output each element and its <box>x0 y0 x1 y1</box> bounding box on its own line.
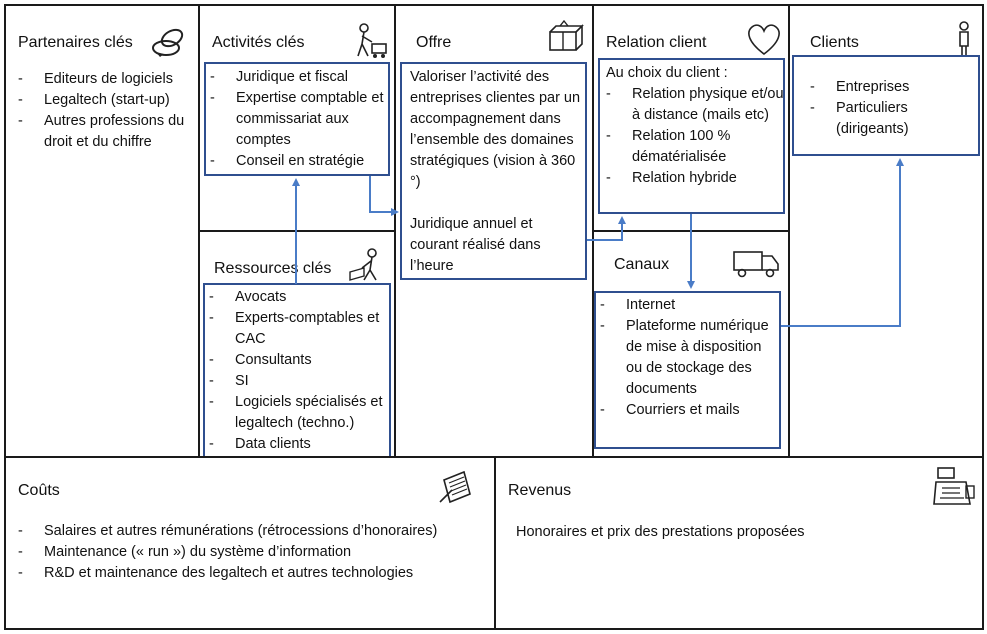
ressources-box: Avocats Experts-comptables et CAC Consul… <box>203 283 391 461</box>
couts-list: Salaires et autres rémunérations (rétroc… <box>16 521 486 584</box>
relation-title: Relation client <box>606 34 707 51</box>
list-item: Plateforme numérique de mise à dispositi… <box>598 316 780 400</box>
relation-box: Au choix du client : Relation physique e… <box>598 58 785 214</box>
list-item: Internet <box>598 295 780 316</box>
couts-title: Coûts <box>18 482 60 499</box>
gift-package-icon <box>549 19 584 51</box>
list-item: Logiciels spécialisés et legaltech (tech… <box>207 392 391 434</box>
document-quill-icon <box>439 470 471 504</box>
revenus-cell: Revenus Honoraires et prix des prestatio… <box>494 456 984 630</box>
list-item: SI <box>207 371 391 392</box>
list-item: Legaltech (start-up) <box>16 90 196 111</box>
activites-list: Juridique et fiscal Expertise comptable … <box>208 67 390 172</box>
ressources-list: Avocats Experts-comptables et CAC Consul… <box>207 287 391 455</box>
partenaires-cell: Partenaires clés Editeurs de logiciels L… <box>4 4 200 458</box>
partenaires-list: Editeurs de logiciels Legaltech (start-u… <box>16 69 196 153</box>
relation-list: Relation physique et/ou à distance (mail… <box>604 84 784 189</box>
list-item: R&D et maintenance des legaltech et autr… <box>16 563 486 584</box>
list-item: Conseil en stratégie <box>208 151 390 172</box>
relation-intro: Au choix du client : <box>606 65 728 81</box>
couts-cell: Coûts Salaires et autres rémunérations (… <box>4 456 496 630</box>
offre-title: Offre <box>416 34 452 51</box>
list-item: Data clients <box>207 434 391 455</box>
list-item: Relation 100 % dématérialisée <box>604 126 784 168</box>
list-item: Relation hybride <box>604 168 784 189</box>
worker-cart-icon <box>357 23 387 58</box>
list-item: Juridique et fiscal <box>208 67 390 88</box>
clients-list: Entreprises Particuliers (dirigeants) <box>808 77 978 140</box>
list-item: Courriers et mails <box>598 400 780 421</box>
person-icon <box>959 21 969 56</box>
list-item: Consultants <box>207 350 391 371</box>
list-item: Salaires et autres rémunérations (rétroc… <box>16 521 486 542</box>
offre-paragraph-2: Juridique annuel et courant réalisé dans… <box>410 216 541 274</box>
partenaires-title: Partenaires clés <box>18 34 133 51</box>
clients-box: Entreprises Particuliers (dirigeants) <box>792 55 980 156</box>
revenus-title: Revenus <box>508 482 572 499</box>
activites-title: Activités clés <box>212 34 305 51</box>
list-item: Autres professions du droit et du chiffr… <box>16 111 196 153</box>
clients-title: Clients <box>810 34 859 51</box>
heart-icon <box>748 24 780 56</box>
linked-rings-icon <box>152 28 184 57</box>
revenus-text: Honoraires et prix des prestations propo… <box>516 524 805 540</box>
cash-register-icon <box>933 467 975 505</box>
truck-icon <box>733 251 779 278</box>
canaux-box: Internet Plateforme numérique de mise à … <box>594 291 781 449</box>
list-item: Avocats <box>207 287 391 308</box>
list-item: Maintenance (« run ») du système d’infor… <box>16 542 486 563</box>
list-item: Relation physique et/ou à distance (mail… <box>604 84 784 126</box>
activites-box: Juridique et fiscal Expertise comptable … <box>204 62 390 176</box>
offre-paragraph-1: Valoriser l’activité des entreprises cli… <box>410 69 581 190</box>
canaux-title: Canaux <box>614 256 670 273</box>
offre-box: Valoriser l’activité des entreprises cli… <box>400 62 587 280</box>
list-item: Entreprises <box>808 77 978 98</box>
person-desk-icon <box>349 248 377 281</box>
list-item: Expertise comptable et commissariat aux … <box>208 88 390 151</box>
list-item: Experts-comptables et CAC <box>207 308 391 350</box>
list-item: Particuliers (dirigeants) <box>808 98 978 140</box>
canaux-list: Internet Plateforme numérique de mise à … <box>598 295 780 421</box>
ressources-title: Ressources clés <box>214 260 332 277</box>
list-item: Editeurs de logiciels <box>16 69 196 90</box>
